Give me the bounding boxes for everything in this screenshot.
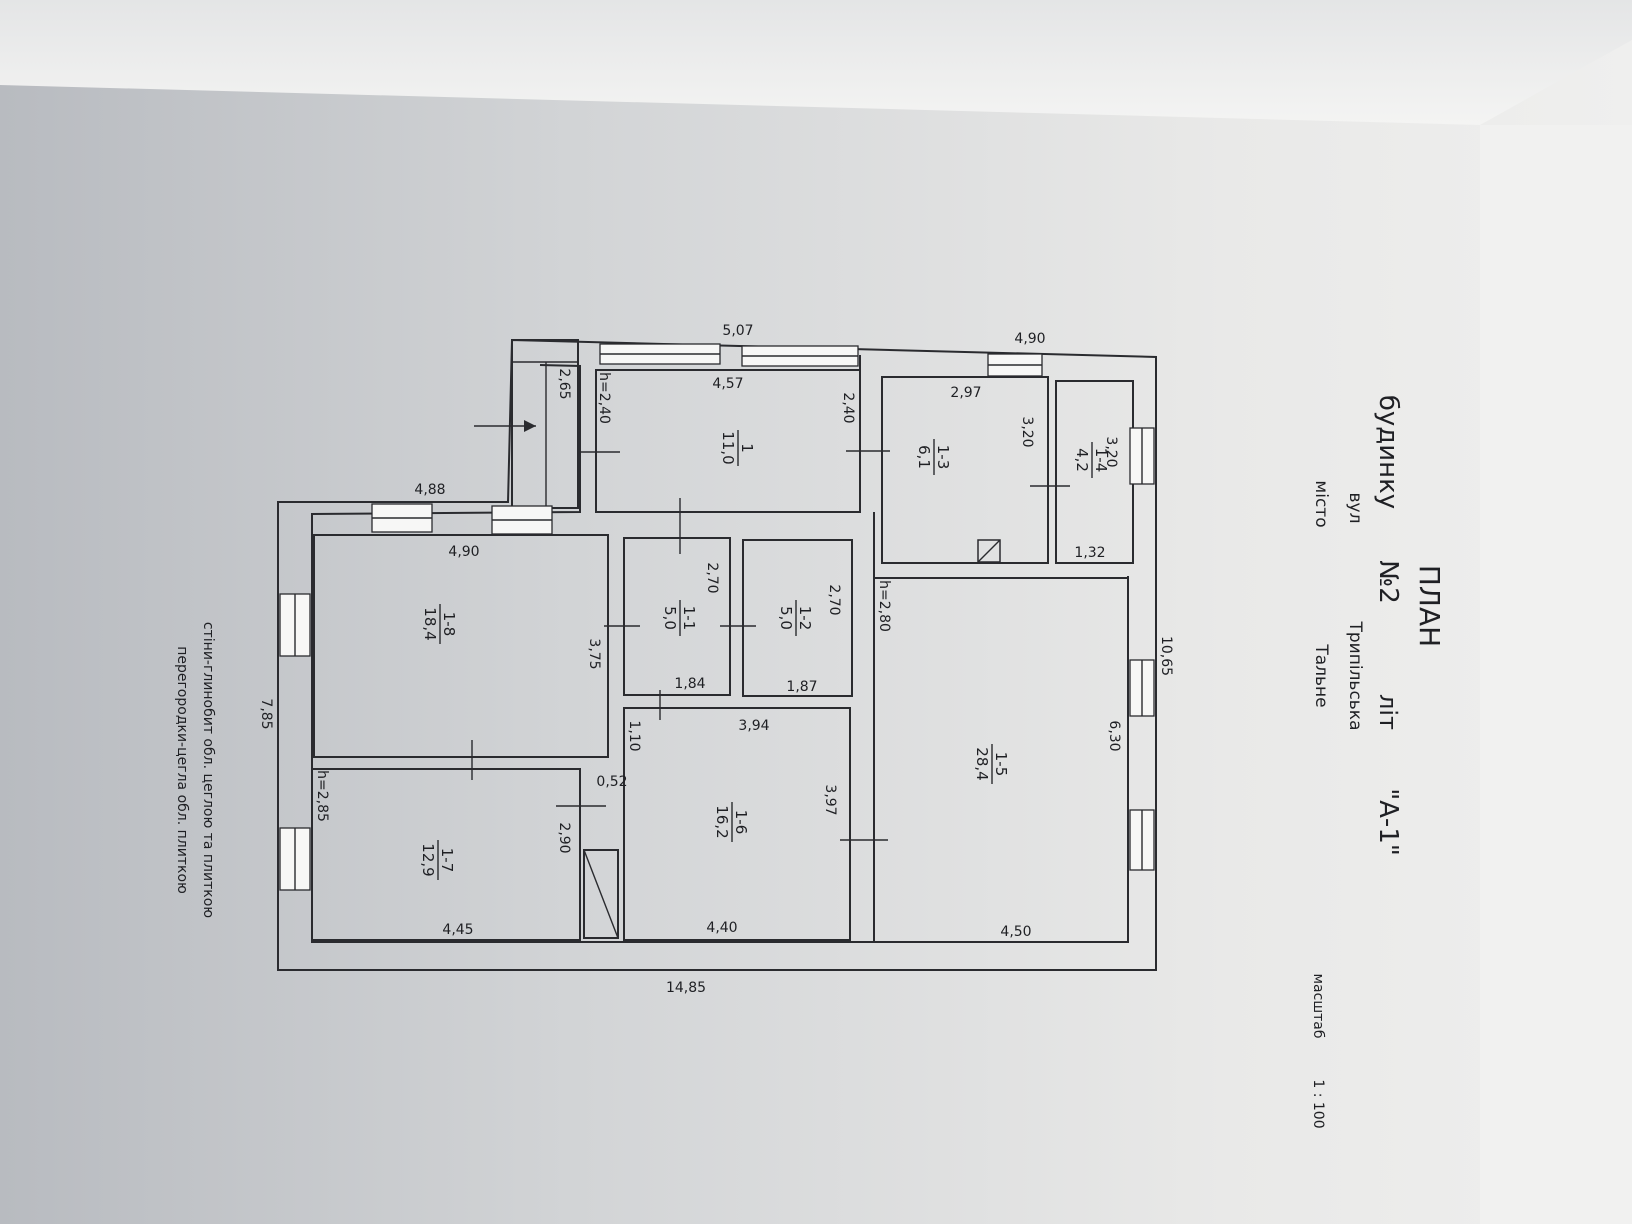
room-1-5-number: 1-5 — [992, 752, 1010, 777]
dim-overall-length: 14,85 — [666, 980, 706, 996]
scale-label: масштаб — [1310, 973, 1326, 1038]
dim-r18-len: 4,90 — [448, 544, 479, 560]
town-label: місто — [1311, 480, 1331, 527]
town-name: Тальне — [1311, 643, 1331, 707]
title-number: №2 — [1373, 560, 1403, 604]
dim-stair-c: 2,90 — [556, 822, 572, 853]
dim-r15-height: h=2,80 — [876, 580, 892, 632]
dim-r14-len: 3,20 — [1103, 436, 1119, 467]
dim-top-a: 5,07 — [722, 323, 753, 339]
dim-r14-wid: 1,32 — [1074, 545, 1105, 561]
dim-r13-wid: 3,20 — [1019, 416, 1035, 447]
title-block: ПЛАН будинку №2 літ "А-1" вул Трипільськ… — [1310, 395, 1446, 1129]
room-1-5-area: 28,4 — [973, 747, 991, 780]
dim-porch-step: 4,88 — [414, 482, 445, 498]
dim-overall-right-width: 10,65 — [1158, 636, 1174, 676]
room-1-3-area: 6,1 — [915, 445, 933, 469]
room-1-1-number: 1-1 — [680, 606, 698, 631]
street-name: Трипільська — [1345, 621, 1365, 731]
dim-top-b: 4,90 — [1014, 331, 1045, 347]
title-letter: "А-1" — [1373, 788, 1403, 856]
dim-overall-left-width: 7,85 — [258, 698, 274, 729]
room-1-4-number: 1-4 — [1092, 448, 1110, 473]
room-1-6-number: 1-6 — [732, 810, 750, 835]
dim-r16-len: 3,97 — [822, 784, 838, 815]
doors — [471, 420, 1070, 841]
right-paper-strip — [1480, 125, 1632, 1224]
title-lit: літ — [1374, 694, 1402, 730]
dim-r17-len: 4,45 — [442, 922, 473, 938]
dim-r17-height: h=2,85 — [314, 770, 330, 822]
dim-r1-wid: 2,40 — [840, 392, 856, 423]
dim-r11-len: 2,70 — [704, 562, 720, 593]
room-1-7-number: 1-7 — [438, 848, 456, 873]
street-label: вул — [1345, 493, 1365, 524]
room-1-2-number: 1-2 — [796, 606, 814, 631]
room-1-4-area: 4,2 — [1073, 448, 1091, 472]
dim-r16-bottom: 4,40 — [706, 920, 737, 936]
room-1-6-area: 16,2 — [713, 805, 731, 838]
room-1-8-number: 1-8 — [440, 612, 458, 637]
dim-r13-len: 2,97 — [950, 385, 981, 401]
dim-porch-depth: 2,65 — [556, 368, 572, 399]
top-paper-edge — [0, 0, 1632, 125]
dim-stair-a: 1,10 — [626, 720, 642, 751]
room-1-2-area: 5,0 — [777, 606, 795, 630]
dim-r16-wid: 3,94 — [738, 718, 769, 734]
room-1-7-area: 12,9 — [419, 843, 437, 876]
entrance-arrow-icon — [524, 420, 536, 432]
room-1-area: 11,0 — [719, 431, 737, 464]
dim-r1-height: h=2,40 — [596, 372, 612, 424]
room-labels: 1 11,0 1-1 5,0 1-2 5,0 1-3 6,1 1-4 4,2 1… — [419, 430, 1110, 880]
dim-r12-wid: 1,87 — [786, 679, 817, 695]
title-building: будинку — [1373, 395, 1403, 509]
room-1-8-area: 18,4 — [421, 607, 439, 640]
dimensions: 5,07 4,90 4,88 4,57 2,97 4,90 1,84 1,87 … — [258, 323, 1174, 996]
dim-r1-len: 4,57 — [712, 376, 743, 392]
dim-r15-wid: 6,30 — [1106, 720, 1122, 751]
dim-r15-len: 4,50 — [1000, 924, 1031, 940]
plan-title: ПЛАН — [1413, 565, 1446, 647]
room-1-number: 1 — [738, 443, 756, 453]
windows — [279, 343, 1155, 891]
legend-partitions: перегородки-цегла обл. плиткою — [174, 646, 190, 894]
dim-stair-b: 0,52 — [596, 774, 627, 790]
stove-icon — [977, 539, 1001, 563]
dim-r18-wid: 3,75 — [586, 638, 602, 669]
dim-r12-len: 2,70 — [826, 584, 842, 615]
dim-r11-wid: 1,84 — [674, 676, 705, 692]
scale-value: 1 : 100 — [1310, 1079, 1326, 1128]
legend-walls: стіни-глинобит обл. цеглою та плиткою — [200, 622, 216, 918]
room-1-3-number: 1-3 — [934, 445, 952, 470]
room-1-1-area: 5,0 — [661, 606, 679, 630]
legend: стіни-глинобит обл. цеглою та плиткою пе… — [174, 622, 216, 918]
